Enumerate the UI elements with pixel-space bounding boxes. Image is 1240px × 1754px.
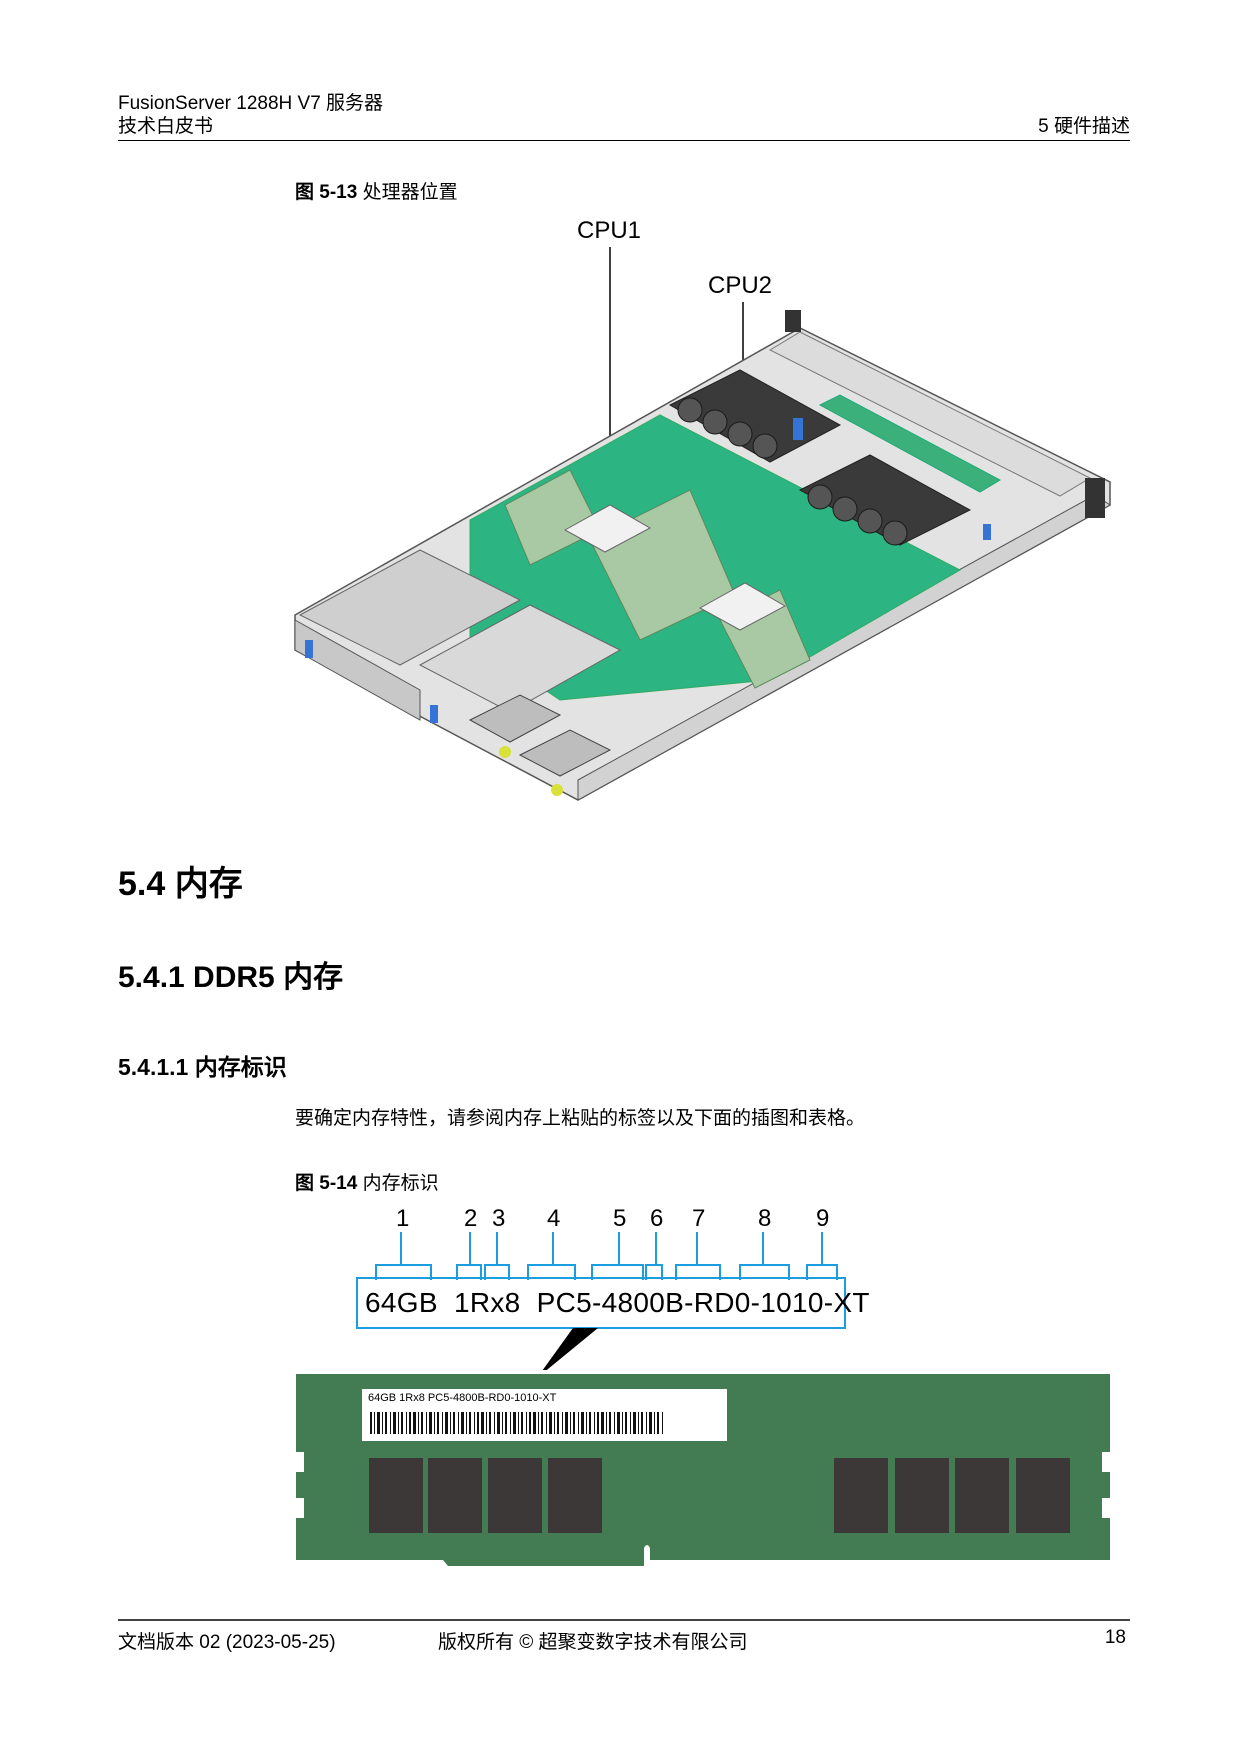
section-heading-5-4-1-1: 5.4.1.1 内存标识: [118, 1054, 287, 1080]
figure-5-13-caption: 图 5-13 处理器位置: [295, 177, 458, 204]
memory-label-code: 64GB 1Rx8 PC5-4800B-RD0-1010-XT: [365, 1287, 870, 1318]
figure-number: 图 5-13: [295, 182, 358, 203]
dimm-module-illustration: [296, 1374, 1110, 1566]
section-heading-5-4-1: 5.4.1 DDR5 内存: [118, 961, 344, 994]
callout-4: 4: [547, 1205, 561, 1232]
header-rule: [118, 140, 1130, 141]
callout-cpu2: CPU2: [708, 272, 773, 299]
intro-paragraph: 要确定内存特性，请参阅内存上粘贴的标签以及下面的插图和表格。: [295, 1108, 866, 1129]
figure-title: 内存标识: [362, 1173, 439, 1194]
figure-title: 处理器位置: [362, 182, 458, 203]
callout-7: 7: [692, 1205, 706, 1232]
server-chassis-illustration: [294, 247, 1111, 801]
callout-2: 2: [464, 1205, 478, 1232]
label-callout-brackets: [356, 1232, 846, 1370]
footer-rule: [118, 1619, 1130, 1621]
section-heading-5-4: 5.4 内存: [118, 865, 243, 903]
callout-8: 8: [758, 1205, 772, 1232]
callout-9: 9: [816, 1205, 830, 1232]
callout-5: 5: [613, 1205, 627, 1232]
callout-6: 6: [650, 1205, 664, 1232]
callout-cpu1: CPU1: [577, 217, 642, 244]
footer-version: 文档版本 02 (2023-05-25): [118, 1632, 336, 1653]
header-chapter: 5 硬件描述: [1038, 116, 1130, 137]
header-doc-type: 技术白皮书: [118, 116, 214, 137]
figure-number: 图 5-14: [295, 1173, 358, 1194]
callout-1: 1: [396, 1205, 410, 1232]
footer-copyright: 版权所有 © 超聚变数字技术有限公司: [438, 1632, 748, 1653]
callout-3: 3: [492, 1205, 506, 1232]
footer-page-number: 18: [1104, 1627, 1126, 1648]
header-product: FusionServer 1288H V7 服务器: [118, 93, 384, 114]
dimm-sticker-text: 64GB 1Rx8 PC5-4800B-RD0-1010-XT: [368, 1392, 557, 1404]
figure-5-14-caption: 图 5-14 内存标识: [295, 1168, 439, 1195]
